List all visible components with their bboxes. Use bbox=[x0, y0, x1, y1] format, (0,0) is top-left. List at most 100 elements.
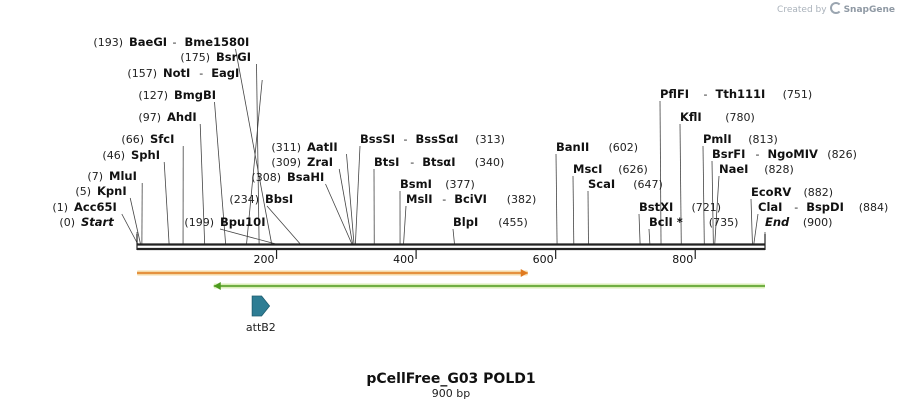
site-sphi: (46)SphI bbox=[102, 148, 160, 162]
site-name: BstXI bbox=[639, 200, 673, 214]
site-name: BtsI bbox=[374, 155, 399, 169]
site-name: BsrGI bbox=[216, 50, 251, 64]
site-line-bsrfi bbox=[711, 160, 714, 245]
site-sfci: (66) SfcI bbox=[121, 132, 174, 146]
site-bsahi: (308) BsaHI bbox=[251, 170, 324, 184]
site-line-bsahi bbox=[325, 183, 353, 245]
site-kfli: KflI(780) bbox=[680, 110, 755, 124]
site-name: BbsI bbox=[265, 192, 293, 206]
site-ecorv: EcoRV (882) bbox=[751, 185, 833, 199]
site-name: BsmI bbox=[400, 177, 432, 191]
site-name: BsrFI bbox=[712, 147, 745, 161]
site-position: (751) bbox=[783, 88, 813, 101]
site-name: BsaHI bbox=[287, 170, 324, 184]
site-name: ScaI bbox=[588, 177, 615, 191]
site-position: (900) bbox=[803, 216, 833, 229]
site-position: (97) bbox=[138, 111, 161, 124]
site-name-secondary: Bme1580I bbox=[185, 35, 250, 49]
site-line-noti bbox=[246, 79, 263, 245]
tick-label-600: 600 bbox=[533, 253, 554, 266]
site-line-bpu10i bbox=[219, 228, 276, 245]
site-position: (828) bbox=[764, 163, 794, 176]
site-line-baegi bbox=[235, 48, 273, 245]
site-name: NotI bbox=[163, 66, 190, 80]
site-name: AhdI bbox=[167, 110, 197, 124]
site-bpu10i: (199)Bpu10I bbox=[184, 215, 265, 229]
site-blpi: BlpI(455) bbox=[453, 215, 528, 229]
site-bsrfi: BsrFI-NgoMIV(826) bbox=[712, 147, 857, 161]
green-arrow-head bbox=[213, 282, 221, 290]
site-position: (308) bbox=[251, 171, 281, 184]
site-name: PmlI bbox=[703, 132, 732, 146]
site-name: BaeGI bbox=[129, 35, 167, 49]
site-position: (7) bbox=[87, 170, 103, 183]
site-separator: - bbox=[442, 193, 446, 206]
site-position: (377) bbox=[445, 178, 475, 191]
site-name-secondary: EagI bbox=[211, 66, 239, 80]
site-line-kpni bbox=[129, 197, 141, 245]
orange-arrow-head bbox=[520, 269, 528, 277]
site-bmgbi: (127)BmgBI bbox=[138, 88, 216, 102]
site-separator: - bbox=[704, 88, 708, 101]
site-position: (1) bbox=[52, 201, 68, 214]
site-separator: - bbox=[173, 36, 177, 49]
site-start: (0)Start bbox=[59, 215, 114, 229]
site-separator: - bbox=[199, 67, 203, 80]
site-line-msli bbox=[403, 205, 407, 245]
site-position: (882) bbox=[804, 186, 834, 199]
site-name-secondary: BspDI bbox=[806, 200, 844, 214]
site-aatii: (311)AatII bbox=[271, 140, 337, 154]
site-banii: BanII(602) bbox=[556, 140, 638, 154]
site-bcli: BclI *(735) bbox=[649, 215, 738, 229]
site-noti: (157) NotI-EagI bbox=[127, 66, 239, 80]
site-btsi: BtsI-BtsαI(340) bbox=[374, 155, 504, 169]
site-name: Acc65I bbox=[74, 200, 117, 214]
site-labels: (0)Start(1)Acc65I(5)KpnI(7)MluI(46)SphI(… bbox=[52, 35, 888, 229]
site-zrai: (309) ZraI bbox=[271, 155, 333, 169]
site-baegi: (193)BaeGI-Bme1580I bbox=[93, 35, 249, 49]
site-position: (309) bbox=[271, 156, 301, 169]
site-position: (46) bbox=[102, 149, 125, 162]
site-line-msci bbox=[572, 175, 575, 245]
site-line-pflfi bbox=[659, 100, 662, 245]
site-msci: MscI(626) bbox=[573, 162, 648, 176]
site-name: NaeI bbox=[719, 162, 748, 176]
site-name: BssSI bbox=[360, 132, 395, 146]
site-name: MslI bbox=[406, 192, 433, 206]
site-name: KflI bbox=[680, 110, 702, 124]
site-name-secondary: Tth111I bbox=[716, 87, 766, 101]
site-position: (455) bbox=[498, 216, 528, 229]
site-position: (721) bbox=[692, 201, 722, 214]
site-line-bbsi bbox=[266, 205, 301, 245]
backbone bbox=[136, 234, 766, 251]
site-position: (199) bbox=[184, 216, 214, 229]
site-line-naei bbox=[714, 175, 720, 245]
watermark-brand: SnapGene bbox=[843, 5, 895, 15]
site-bbsi: (234) BbsI bbox=[229, 192, 293, 206]
site-name: ZraI bbox=[307, 155, 333, 169]
site-pmli: PmlI(813) bbox=[703, 132, 778, 146]
feature-attb2-label: attB2 bbox=[246, 321, 276, 334]
site-position: (626) bbox=[618, 163, 648, 176]
site-name-secondary: NgoMIV bbox=[768, 147, 818, 161]
site-line-bsssi bbox=[355, 145, 361, 245]
site-line-zrai bbox=[338, 168, 354, 245]
tick-label-800: 800 bbox=[672, 253, 693, 266]
site-name: ClaI bbox=[758, 200, 782, 214]
site-position: (66) bbox=[121, 133, 144, 146]
site-position: (157) bbox=[127, 67, 157, 80]
site-name-secondary: BtsαI bbox=[422, 155, 455, 169]
site-name: SfcI bbox=[150, 132, 174, 146]
site-name: EcoRV bbox=[751, 185, 791, 199]
watermark-text: Created by bbox=[777, 5, 827, 15]
site-line-banii bbox=[555, 153, 558, 245]
site-position: (602) bbox=[609, 141, 639, 154]
site-position: (175) bbox=[180, 51, 210, 64]
site-position: (234) bbox=[229, 193, 259, 206]
site-scai: ScaI(647) bbox=[588, 177, 663, 191]
site-lines bbox=[121, 48, 766, 245]
feature-attb2-arrow bbox=[251, 295, 271, 317]
site-separator: - bbox=[756, 148, 760, 161]
site-name: MluI bbox=[109, 169, 137, 183]
